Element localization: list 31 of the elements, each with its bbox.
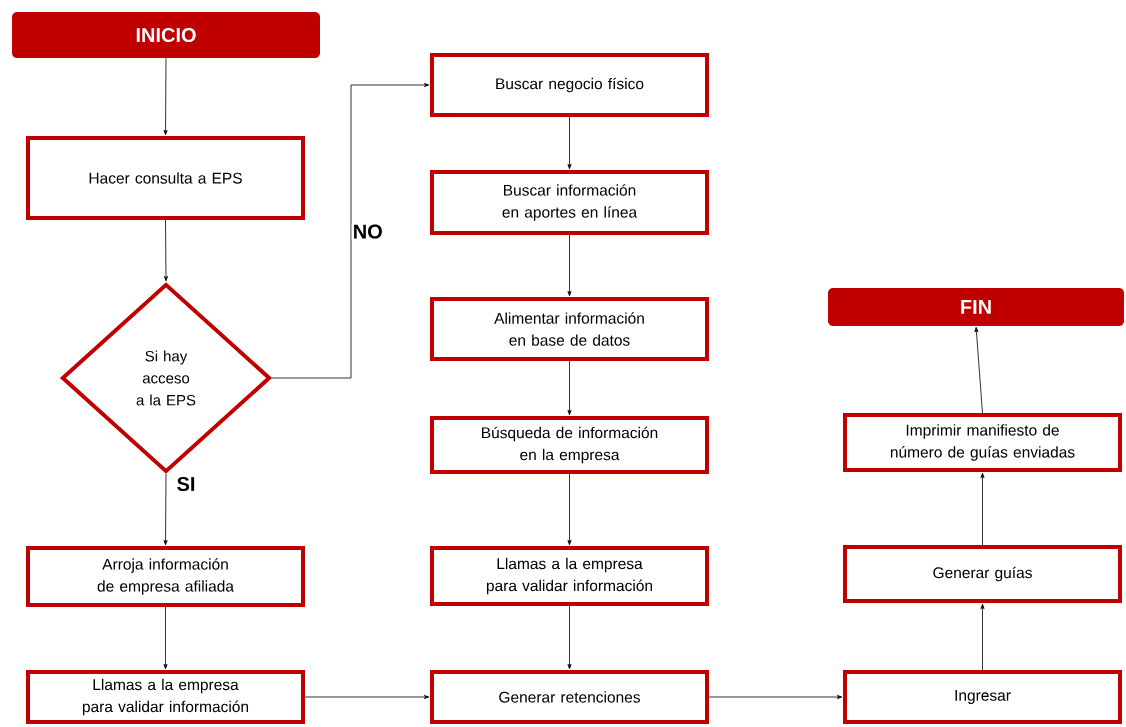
process-box: Buscar información en aportes en línea [430, 170, 709, 235]
arrow [271, 82, 430, 379]
terminal-bar: FIN [828, 288, 1124, 326]
process-box: Alimentar información en base de datos [430, 297, 709, 361]
terminal-bar: INICIO [12, 12, 320, 58]
process-box: Arroja información de empresa afiliada [26, 546, 305, 607]
arrow [163, 57, 168, 136]
arrow [980, 472, 985, 546]
process-box: Ingresar [843, 670, 1122, 724]
process-box: Generar retenciones [430, 670, 709, 724]
process-box: Hacer consulta a EPS [26, 136, 305, 220]
process-box: Generar guías [843, 545, 1122, 603]
arrow [163, 473, 168, 546]
arrow [974, 327, 983, 414]
process-box: Llamas a la empresa para validar información [26, 670, 305, 724]
arrow [304, 695, 430, 699]
edge-label: NO [351, 223, 384, 240]
edge-label: SI [175, 475, 197, 493]
arrow [163, 219, 168, 282]
arrow [567, 116, 572, 170]
arrow [708, 695, 843, 699]
arrow [567, 234, 572, 297]
arrow [980, 603, 985, 671]
arrow [163, 606, 168, 670]
arrow [567, 473, 572, 546]
arrow [567, 360, 572, 416]
process-box: Búsqueda de información en la empresa [430, 416, 709, 474]
process-box: Llamas a la empresa para validar información [430, 546, 709, 606]
process-box: Buscar negocio físico [430, 53, 709, 117]
arrow [567, 605, 572, 670]
process-box: Imprimir manifiesto de número de guías enviadas [843, 413, 1122, 472]
